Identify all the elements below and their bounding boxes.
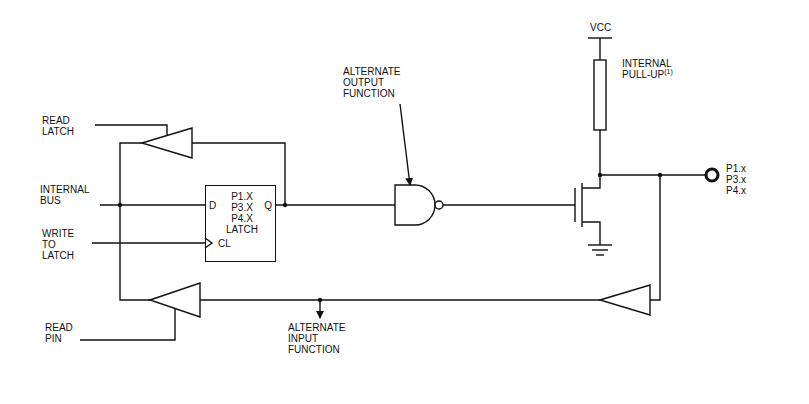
function-label: ALTERNATE INPUT FUNCTION xyxy=(288,322,354,355)
clock-label: CL xyxy=(218,238,231,249)
footnote-mark: (1) xyxy=(664,68,673,75)
pin-letter: D xyxy=(209,200,216,211)
latch-box: D P1.X P3.X P4.X LATCH Q CL xyxy=(205,185,276,262)
function-label: ALTERNATE OUTPUT FUNCTION xyxy=(343,66,409,99)
pullup-caption: INTERNAL PULL-UP(1) xyxy=(622,58,697,80)
supply-label: VCC xyxy=(590,22,630,33)
pin-name: P1.x P3.x P4.x xyxy=(726,163,760,196)
junction-dots xyxy=(118,173,662,302)
wire-group xyxy=(80,38,706,340)
pin-pad xyxy=(706,169,718,181)
signal-label: WRITE TO LATCH xyxy=(42,228,82,261)
signal-label: READ LATCH xyxy=(42,115,87,137)
latch-name: P1.X P3.X P4.X LATCH xyxy=(224,191,260,235)
pin-letter: Q xyxy=(264,200,272,211)
resistor-label: INTERNAL PULL-UP xyxy=(622,58,671,80)
bus-label: INTERNAL BUS xyxy=(40,184,92,206)
signal-label: READ PIN xyxy=(45,322,75,344)
